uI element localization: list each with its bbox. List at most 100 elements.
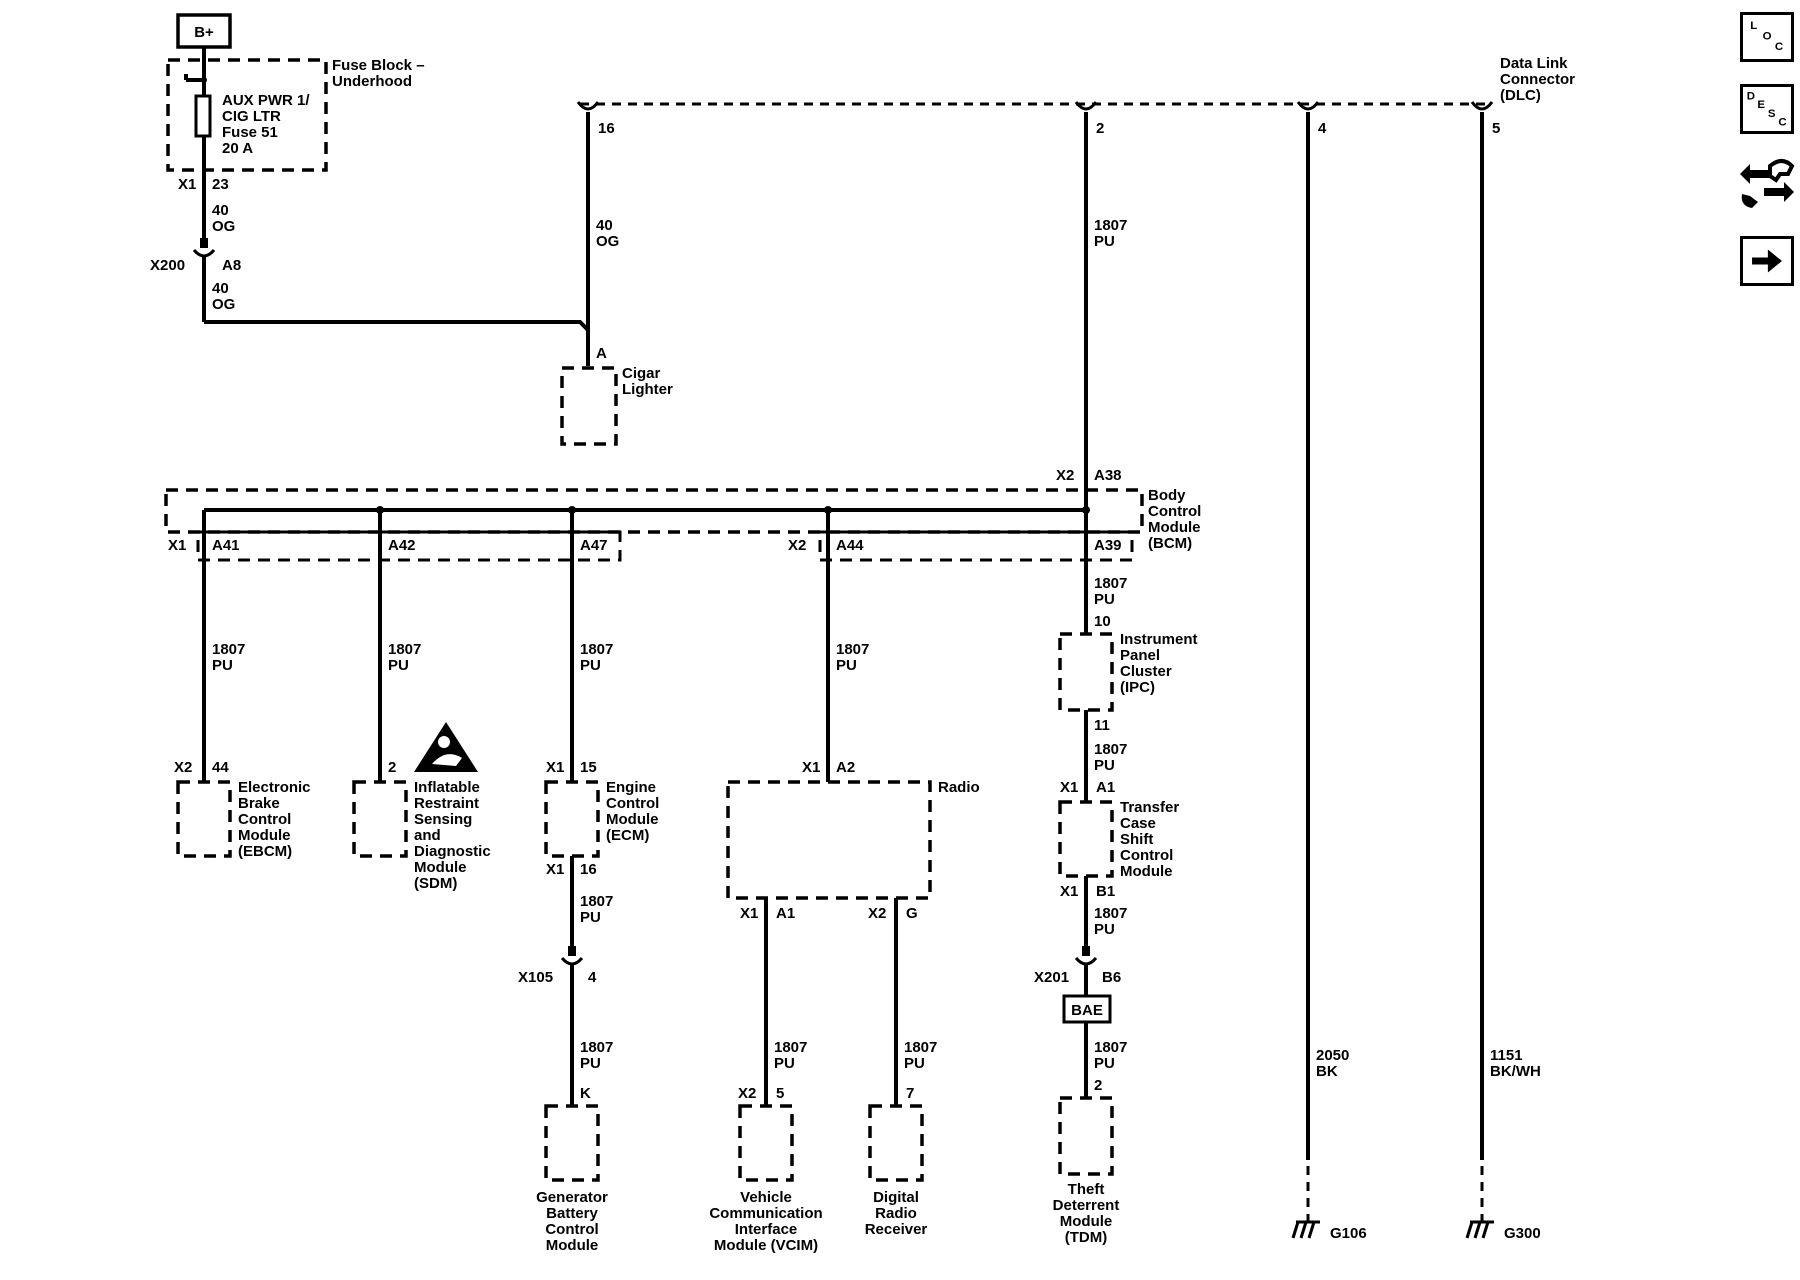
vcim-label-3: Interface bbox=[735, 1221, 798, 1238]
wire-label-color: OG bbox=[212, 218, 235, 235]
loc-icon: L O C bbox=[1750, 20, 1783, 53]
ipc-pin-out: 11 bbox=[1094, 717, 1110, 734]
bcm-pin-a41: A41 bbox=[212, 537, 240, 554]
svg-text:C: C bbox=[1778, 117, 1786, 129]
ebcm-box bbox=[176, 780, 232, 858]
gbcm-label-2: Battery bbox=[546, 1205, 598, 1222]
x201-pin: B6 bbox=[1102, 969, 1121, 986]
b-plus-label: B+ bbox=[194, 24, 214, 41]
sdm-label-7: (SDM) bbox=[414, 875, 457, 892]
ecm-pin-in: 15 bbox=[580, 759, 597, 776]
g106-color: BK bbox=[1316, 1063, 1338, 1080]
ipc-label: Instrument bbox=[1120, 631, 1198, 648]
wire-label-circuit: 1807 bbox=[1094, 905, 1127, 922]
fuse-label-2: CIG LTR bbox=[222, 108, 281, 125]
drr-box bbox=[868, 1104, 924, 1182]
tcscm-label: Transfer bbox=[1120, 799, 1179, 816]
sdm-label-6: Module bbox=[414, 859, 467, 876]
cigar-lighter-label-2: Lighter bbox=[622, 381, 673, 398]
fuse-pin: 23 bbox=[212, 176, 229, 193]
g300-label: G300 bbox=[1504, 1225, 1541, 1242]
cigar-lighter-box bbox=[560, 366, 618, 446]
x105-connector: X105 bbox=[518, 969, 553, 986]
wire-label-color: PU bbox=[836, 657, 857, 674]
gbcm-pin: K bbox=[580, 1085, 591, 1102]
ecm-connector-out: X1 bbox=[546, 861, 564, 878]
g300-color: BK/WH bbox=[1490, 1063, 1541, 1080]
ground-symbol bbox=[1465, 1215, 1494, 1239]
wire-label-circuit: 40 bbox=[596, 217, 613, 234]
tcscm-label-4: Control bbox=[1120, 847, 1173, 864]
wire-label-color: PU bbox=[1094, 591, 1115, 608]
g300-circuit: 1151 bbox=[1490, 1047, 1523, 1064]
tcscm-label-2: Case bbox=[1120, 815, 1156, 832]
vcim-label-4: Module (VCIM) bbox=[714, 1237, 818, 1254]
ebcm-pin: 44 bbox=[212, 759, 229, 776]
location-button[interactable]: L O C bbox=[1740, 12, 1794, 62]
vcim-label-2: Communication bbox=[709, 1205, 822, 1222]
airbag-warning-icon bbox=[414, 722, 478, 772]
bcm-pin-a39: A39 bbox=[1094, 537, 1122, 554]
bcm-pin-a47: A47 bbox=[580, 537, 608, 554]
drr-label-3: Receiver bbox=[865, 1221, 928, 1238]
wire-label-circuit: 40 bbox=[212, 280, 229, 297]
bcm-pin-a38: A38 bbox=[1094, 467, 1122, 484]
wire-label-circuit: 1807 bbox=[836, 641, 869, 658]
ipc-pin-in: 10 bbox=[1094, 613, 1111, 630]
fuse-label-3: Fuse 51 bbox=[222, 124, 278, 141]
tcscm-connector: X1 bbox=[1060, 779, 1078, 796]
gbcm-box bbox=[544, 1104, 600, 1182]
dlc-pin-5: 5 bbox=[1492, 120, 1500, 137]
ecm-label-2: Control bbox=[606, 795, 659, 812]
wire-label-color: PU bbox=[1094, 233, 1115, 250]
g106-circuit: 2050 bbox=[1316, 1047, 1349, 1064]
tcscm-connector-out: X1 bbox=[1060, 883, 1078, 900]
vcim-connector: X2 bbox=[738, 1085, 756, 1102]
dlc-pin-16: 16 bbox=[598, 120, 615, 137]
next-button[interactable] bbox=[1740, 236, 1794, 286]
wire-label-circuit: 1807 bbox=[1094, 1039, 1127, 1056]
wire-label-circuit: 1807 bbox=[904, 1039, 937, 1056]
bcm-connector-x1 bbox=[196, 530, 622, 562]
x200-pin: A8 bbox=[222, 257, 241, 274]
x201-connector: X201 bbox=[1034, 969, 1069, 986]
ipc-label-4: (IPC) bbox=[1120, 679, 1155, 696]
svg-text:C: C bbox=[1775, 41, 1783, 53]
desc-icon: D E S C bbox=[1747, 90, 1787, 129]
vcim-box bbox=[738, 1104, 794, 1182]
wire-label-circuit: 1807 bbox=[1094, 217, 1127, 234]
fuse-51-symbol bbox=[194, 94, 212, 138]
wire-label-color: PU bbox=[580, 909, 601, 926]
repair-button[interactable] bbox=[1736, 152, 1798, 214]
tdm-box bbox=[1058, 1096, 1114, 1176]
sdm-label-4: and bbox=[414, 827, 441, 844]
wire-label-circuit: 1807 bbox=[774, 1039, 807, 1056]
wire-label-circuit: 40 bbox=[212, 202, 229, 219]
wire-label-color: PU bbox=[388, 657, 409, 674]
radio-connector-in: X1 bbox=[802, 759, 820, 776]
gbcm-label-3: Control bbox=[545, 1221, 598, 1238]
fuse-block-box bbox=[166, 58, 328, 172]
radio-connector-g: X2 bbox=[868, 905, 886, 922]
tcscm-box bbox=[1058, 800, 1114, 878]
wire-label-circuit: 1807 bbox=[388, 641, 421, 658]
tcscm-pin-out: B1 bbox=[1096, 883, 1115, 900]
wire-label-color: PU bbox=[1094, 757, 1115, 774]
dlc-title: Data Link bbox=[1500, 55, 1568, 72]
ground-symbol bbox=[1291, 1215, 1320, 1239]
bcm-x2-connector: X2 bbox=[788, 537, 806, 554]
bcm-label-4: (BCM) bbox=[1148, 535, 1192, 552]
radio-box bbox=[726, 780, 932, 900]
bcm-x1-connector: X1 bbox=[168, 537, 186, 554]
wire-label-color: PU bbox=[580, 1055, 601, 1072]
description-button[interactable]: D E S C bbox=[1740, 84, 1794, 134]
radio-pin-a1: A1 bbox=[776, 905, 795, 922]
tdm-label-3: Module bbox=[1060, 1213, 1113, 1230]
wire-label-color: OG bbox=[596, 233, 619, 250]
ebcm-label-3: Control bbox=[238, 811, 291, 828]
dlc-title-2: Connector bbox=[1500, 71, 1575, 88]
bcm-pin-a42: A42 bbox=[388, 537, 416, 554]
sdm-box bbox=[352, 780, 408, 858]
svg-text:E: E bbox=[1757, 99, 1765, 111]
